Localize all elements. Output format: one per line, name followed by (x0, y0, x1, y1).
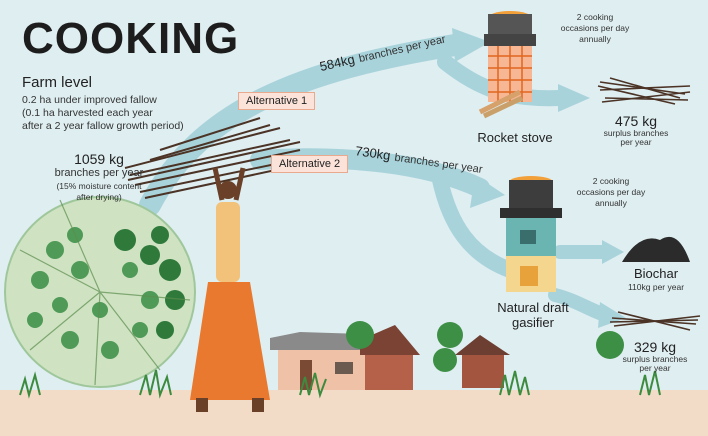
ground (0, 390, 708, 436)
gasifier-surplus-value: 329 kg (633, 339, 677, 355)
biochar-pile (622, 236, 690, 262)
gasifier-label-1: Natural draft (497, 300, 569, 315)
rocket-occasions-2: occasions per day (560, 23, 630, 33)
rocket-stove-illustration (478, 11, 536, 119)
woman-figure (124, 117, 301, 412)
harvest-value: 1059 kg (74, 151, 124, 167)
arrowhead-biochar (602, 240, 624, 264)
farm-level-line-2: (0.1 ha harvested each year (22, 107, 153, 119)
grass (19, 369, 661, 399)
rocket-occasions-3: annually (579, 34, 611, 44)
gasifier-label-2: gasifier (512, 315, 554, 330)
rocket-surplus-branches (597, 77, 691, 105)
gasifier-surplus-branches (609, 311, 701, 331)
arrowhead-rocket-surplus (558, 84, 590, 112)
biochar-amount: 110kg per year (627, 282, 685, 292)
rocket-surplus-line-2: per year (620, 137, 652, 147)
farm-level-heading: Farm level (22, 74, 93, 91)
rocket-surplus-value: 475 kg (614, 113, 658, 129)
gasifier-illustration (500, 176, 562, 292)
page-title: COOKING (22, 14, 240, 63)
gasifier-occasions-2: occasions per day (576, 187, 646, 197)
arrow-gasifier-down (432, 172, 518, 278)
village-trees (346, 321, 624, 372)
gasifier-occasions-3: annually (595, 198, 627, 208)
village-house (270, 325, 510, 390)
farm-level-line-1: 0.2 ha under improved fallow (22, 94, 157, 106)
gasifier-surplus-line-2: per year (639, 363, 671, 373)
flow-2-value: 730kg (354, 143, 392, 163)
gasifier-occasions-1: 2 cooking (592, 176, 630, 186)
harvest-unit: branches per year (54, 167, 144, 179)
rocket-occasions-1: 2 cooking (576, 12, 614, 22)
arrowhead-gasifier (470, 175, 505, 208)
rocket-stove-label: Rocket stove (477, 130, 553, 145)
harvest-note-1: (15% moisture content (56, 181, 142, 191)
harvest-note-2: after drying) (76, 192, 122, 202)
gasifier-surplus-line-1: surplus branches (622, 354, 688, 364)
arrowhead-gasifier-surplus (598, 302, 626, 328)
farm-field-circle (4, 196, 196, 388)
biochar-label: Biochar (633, 266, 679, 281)
alternative-2-label: Alternative 2 (271, 155, 349, 173)
rocket-surplus-line-1: surplus branches (603, 128, 669, 138)
alternative-1-label: Alternative 1 (238, 92, 316, 110)
farm-level-line-3: after a 2 year fallow growth period) (22, 120, 184, 132)
arrowhead-rocket (452, 28, 490, 62)
